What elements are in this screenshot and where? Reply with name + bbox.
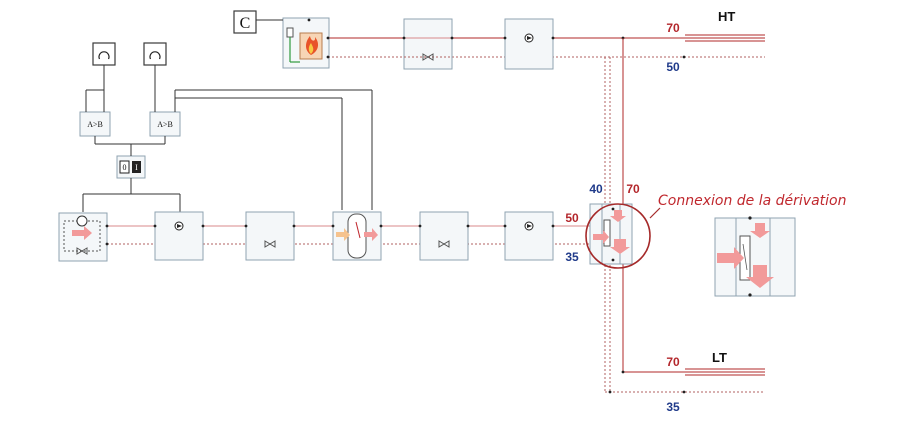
bypass-cold-temp: 40 (589, 182, 603, 196)
heat-exchanger[interactable] (58, 212, 109, 262)
boiler-sensor-label: C (240, 15, 251, 32)
loop-return-temp: 35 (565, 250, 579, 264)
loop-valve-box-2[interactable] (418, 211, 470, 261)
sensor-left[interactable] (92, 42, 116, 66)
bypass-hot-temp: 70 (626, 182, 640, 196)
loop-pump-box-2[interactable] (503, 211, 555, 261)
loop-valve-box-1[interactable] (244, 211, 296, 261)
comparator-left-label: A>B (87, 120, 103, 129)
switch-right-label: I (135, 163, 138, 172)
loop-pump-box-1[interactable] (153, 211, 205, 261)
storage-tank[interactable] (331, 211, 383, 261)
callout-circle (585, 203, 651, 269)
bypass-detail (714, 216, 796, 297)
comparator-right[interactable]: A>B (149, 111, 181, 137)
boiler[interactable] (282, 17, 330, 69)
lt-supply-temp: 70 (666, 355, 680, 369)
ht-label: HT (718, 9, 735, 24)
loop-supply-temp: 50 (565, 211, 579, 225)
lt-return-temp: 35 (666, 400, 680, 414)
ht-supply-temp: 70 (666, 21, 680, 35)
sensor-right[interactable] (143, 42, 167, 66)
lt-label: LT (712, 350, 727, 365)
comparator-left[interactable]: A>B (79, 111, 111, 137)
callout-pointer (649, 207, 661, 219)
callout-text: Connexion de la dérivation (658, 193, 846, 209)
switch-left-label: 0 (123, 163, 127, 172)
ht-pump-box[interactable] (503, 18, 555, 70)
lt-pipes (605, 368, 765, 393)
comparator-right-label: A>B (157, 120, 173, 129)
boiler-sensor[interactable]: C (233, 10, 257, 34)
ht-valve-box[interactable] (402, 18, 454, 70)
ht-return-temp: 50 (666, 60, 680, 74)
control-wiring (82, 65, 373, 212)
switch-block[interactable]: 0 I (116, 155, 146, 179)
